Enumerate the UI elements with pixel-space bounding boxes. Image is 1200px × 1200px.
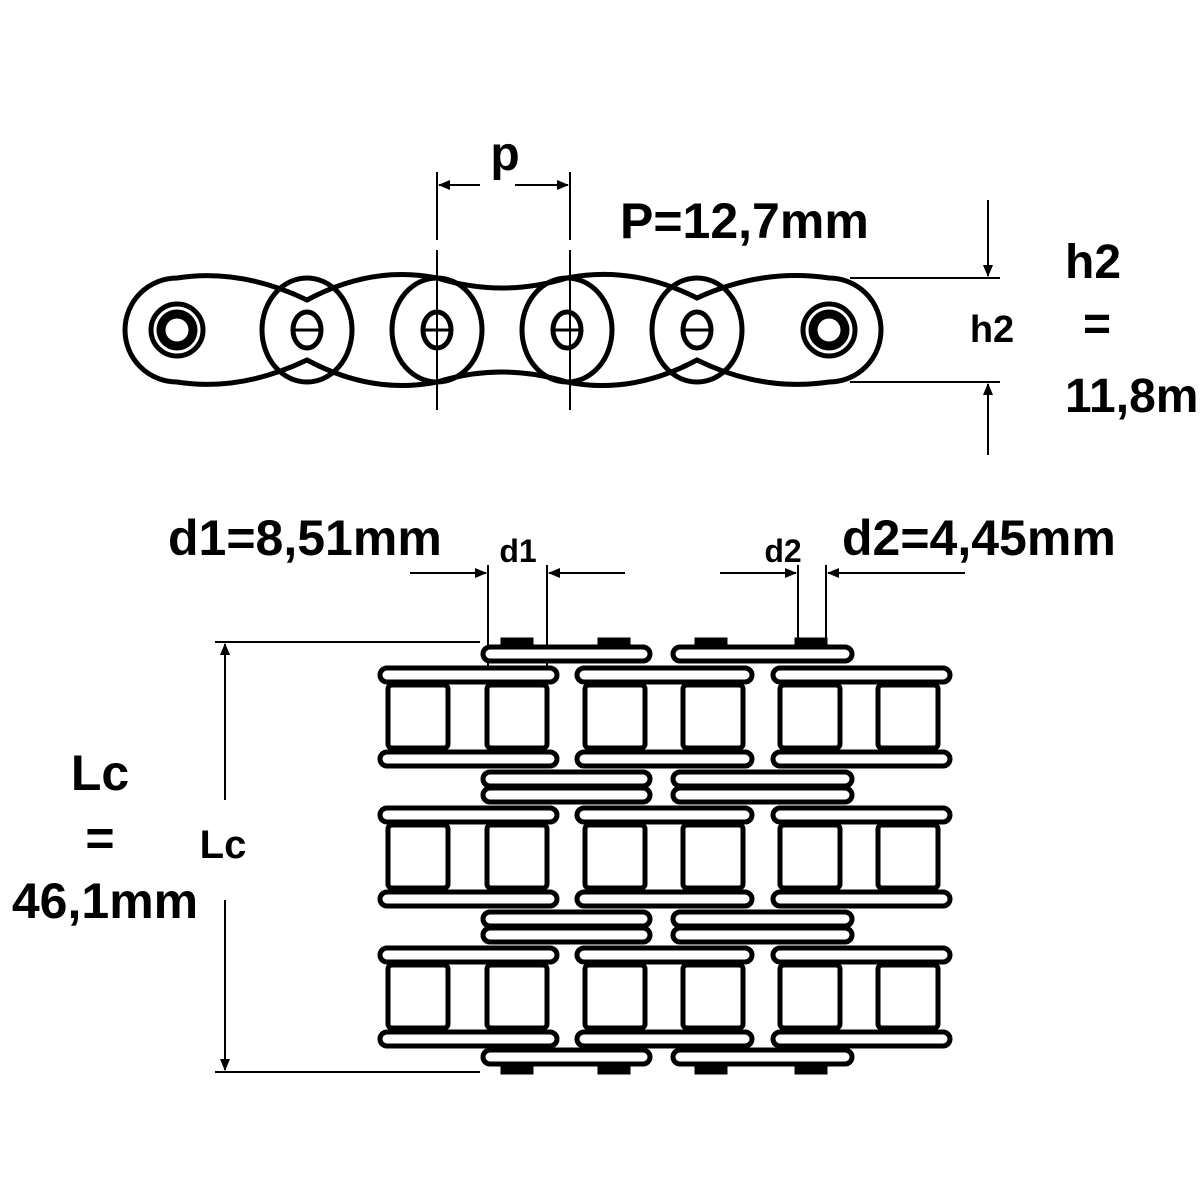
pin bbox=[680, 309, 714, 351]
outer-plate bbox=[574, 665, 755, 685]
roller bbox=[385, 822, 451, 891]
inner-link-plate bbox=[519, 275, 615, 385]
roller bbox=[875, 962, 941, 1031]
inner-plate bbox=[480, 1047, 653, 1067]
lc-symbol: Lc bbox=[71, 745, 129, 801]
roller bbox=[484, 822, 550, 891]
pin-head bbox=[794, 637, 828, 649]
pin-hole bbox=[808, 309, 850, 351]
roller bbox=[484, 962, 550, 1031]
inner-plate bbox=[670, 785, 855, 805]
lc-dim-label: Lc bbox=[200, 823, 247, 867]
d1-symbol: d1 bbox=[499, 533, 536, 569]
height-symbol: h2 bbox=[1065, 236, 1121, 289]
pitch-value: P=12,7mm bbox=[620, 193, 869, 249]
pin-head bbox=[794, 1063, 828, 1075]
roller bbox=[582, 962, 648, 1031]
lc-value: 46,1mm bbox=[12, 873, 198, 929]
chain-top-view bbox=[377, 637, 953, 1075]
inner-plate bbox=[670, 1047, 855, 1067]
roller bbox=[680, 962, 746, 1031]
lc-equals: = bbox=[85, 810, 114, 866]
pin-head bbox=[500, 637, 534, 649]
height-dim-label: h2 bbox=[970, 309, 1014, 351]
pin-hole bbox=[156, 309, 198, 351]
pin-head bbox=[694, 1063, 728, 1075]
roller bbox=[680, 822, 746, 891]
inner-plate bbox=[670, 909, 855, 929]
outer-plate bbox=[377, 749, 560, 769]
outer-plate bbox=[770, 1029, 953, 1049]
outer-plate bbox=[377, 945, 560, 965]
outer-plate bbox=[770, 945, 953, 965]
roller bbox=[582, 822, 648, 891]
inner-link-plate bbox=[259, 275, 355, 385]
d2-dimension bbox=[720, 565, 965, 640]
pin-head bbox=[500, 1063, 534, 1075]
outer-plate bbox=[770, 749, 953, 769]
pin-head bbox=[694, 637, 728, 649]
inner-plate bbox=[480, 769, 653, 789]
outer-plate bbox=[574, 945, 755, 965]
d2-value: d2=4,45mm bbox=[842, 510, 1116, 566]
pin-head bbox=[597, 637, 631, 649]
outer-plate bbox=[377, 665, 560, 685]
outer-plate bbox=[770, 805, 953, 825]
roller bbox=[800, 301, 858, 359]
roller bbox=[148, 301, 206, 359]
roller bbox=[680, 682, 746, 751]
inner-plate bbox=[480, 785, 653, 805]
pin bbox=[290, 309, 324, 351]
outer-plate bbox=[770, 665, 953, 685]
height-dimension bbox=[850, 200, 1000, 455]
roller bbox=[875, 682, 941, 751]
roller bbox=[385, 962, 451, 1031]
outer-plate bbox=[770, 889, 953, 909]
d2-symbol: d2 bbox=[764, 533, 801, 569]
roller bbox=[385, 682, 451, 751]
height-value: 11,8mm bbox=[1065, 370, 1200, 423]
roller bbox=[484, 682, 550, 751]
outer-plate bbox=[574, 889, 755, 909]
outer-plate bbox=[574, 1029, 755, 1049]
outer-plate bbox=[377, 805, 560, 825]
inner-plate bbox=[480, 644, 653, 664]
outer-plate bbox=[574, 749, 755, 769]
outer-plate bbox=[574, 805, 755, 825]
pitch-dimension bbox=[436, 172, 571, 410]
roller bbox=[777, 822, 843, 891]
inner-plate bbox=[670, 925, 855, 945]
inner-plate bbox=[480, 925, 653, 945]
inner-plate bbox=[670, 644, 855, 664]
chain-outline bbox=[122, 271, 884, 388]
outer-plate bbox=[377, 1029, 560, 1049]
d1-value: d1=8,51mm bbox=[168, 510, 442, 566]
inner-plate bbox=[480, 909, 653, 929]
inner-link-plate bbox=[649, 275, 745, 385]
outer-plate bbox=[377, 889, 560, 909]
lc-dimension bbox=[215, 641, 480, 1073]
roller bbox=[875, 822, 941, 891]
pitch-symbol: p bbox=[490, 128, 519, 181]
inner-plate bbox=[670, 769, 855, 789]
roller bbox=[777, 682, 843, 751]
pin bbox=[550, 309, 584, 351]
roller bbox=[777, 962, 843, 1031]
chain-side-view bbox=[122, 271, 884, 388]
pin-head bbox=[597, 1063, 631, 1075]
roller bbox=[582, 682, 648, 751]
height-equals: = bbox=[1083, 298, 1111, 351]
